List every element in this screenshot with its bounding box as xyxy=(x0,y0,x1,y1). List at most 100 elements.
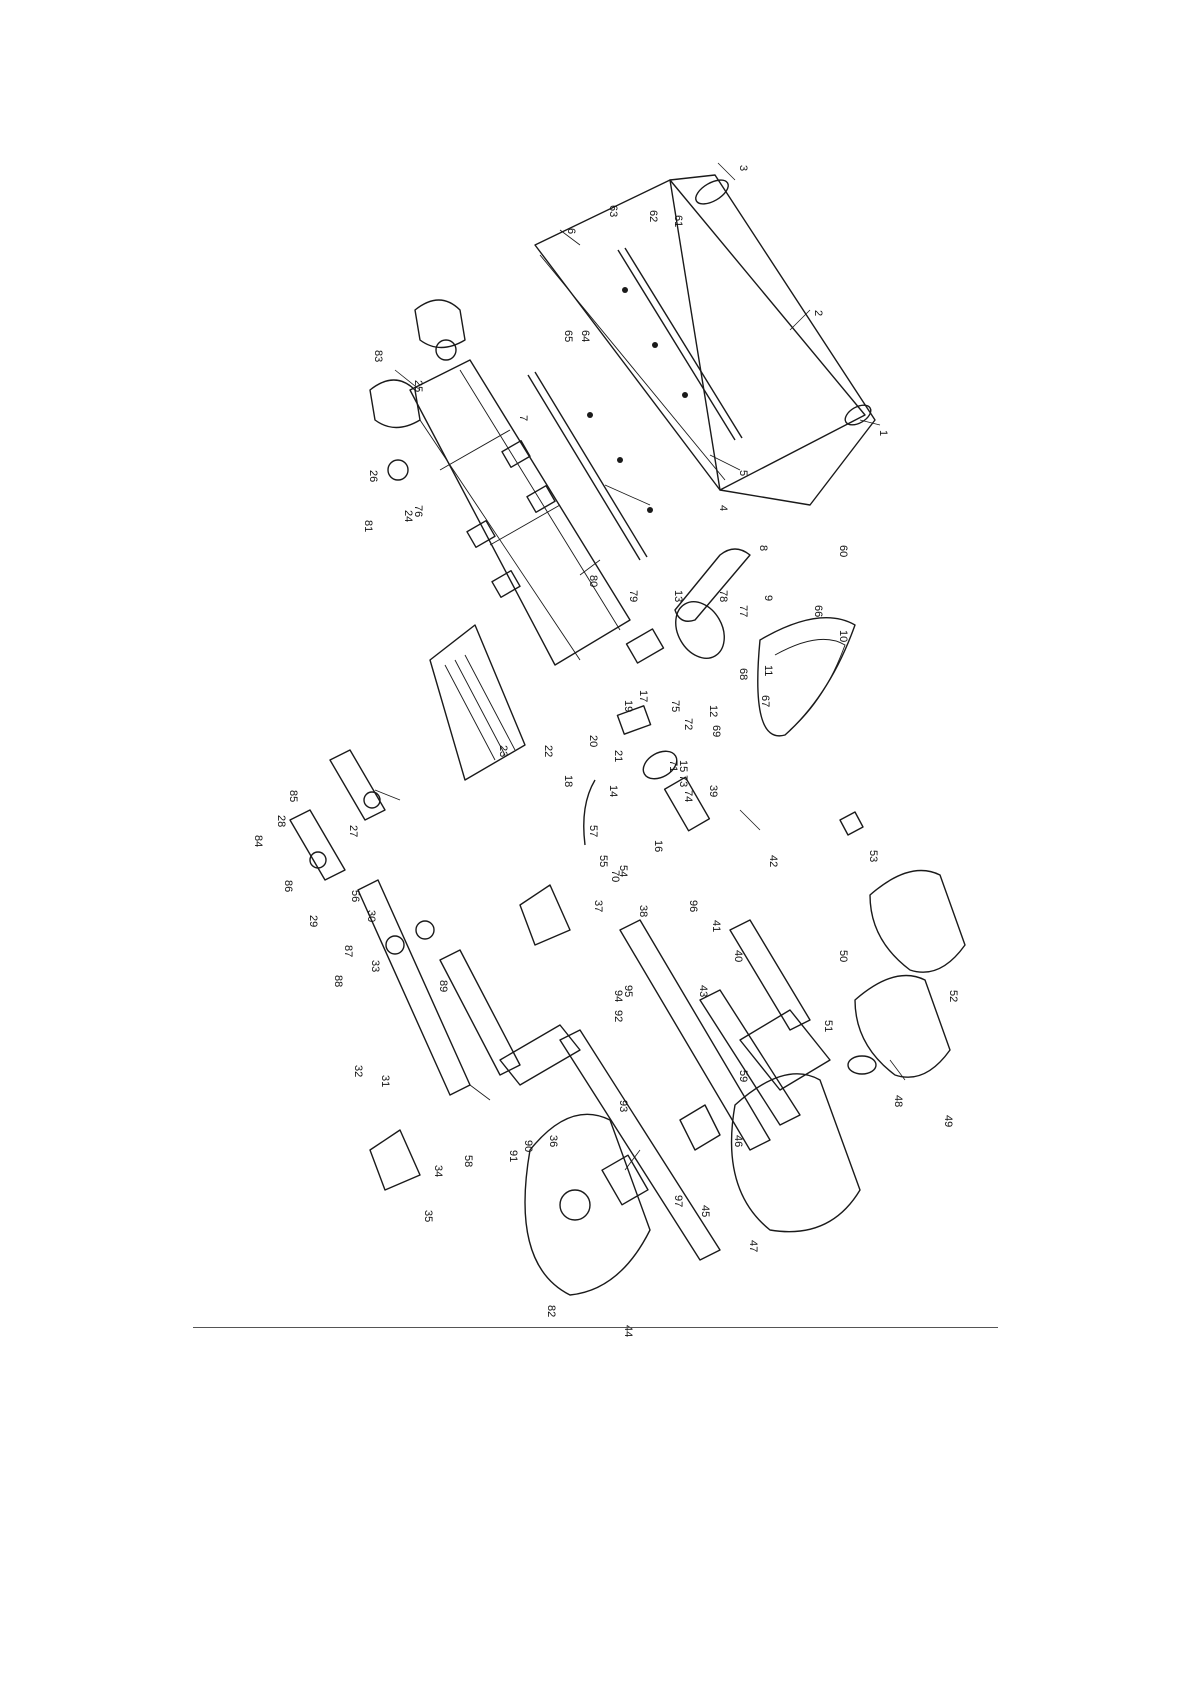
callout-79: 79 xyxy=(627,590,639,602)
callout-25: 25 xyxy=(412,380,424,392)
callout-96: 96 xyxy=(687,900,699,912)
callout-64: 64 xyxy=(579,330,591,342)
handrail xyxy=(730,920,810,1030)
overlay-panel xyxy=(870,871,965,973)
deck-bolt xyxy=(652,342,658,348)
callout-77: 77 xyxy=(737,605,749,617)
callout-21: 21 xyxy=(612,750,624,762)
callout-43: 43 xyxy=(697,985,709,997)
callout-89: 89 xyxy=(437,980,449,992)
wheel xyxy=(386,936,404,954)
callout-20: 20 xyxy=(587,735,599,747)
support-wheel xyxy=(310,852,326,868)
callout-59: 59 xyxy=(737,1070,749,1082)
rear-end-cap xyxy=(415,300,465,348)
callout-10: 10 xyxy=(837,630,849,642)
left-upright xyxy=(560,1030,720,1260)
page-divider xyxy=(193,1327,998,1328)
callout-labels: 1234567891011121314151617181920212223242… xyxy=(252,165,959,1337)
callout-71: 71 xyxy=(667,760,679,772)
callout-32: 32 xyxy=(352,1065,364,1077)
console-back-shell xyxy=(525,1114,650,1295)
hood-contour xyxy=(775,639,845,730)
callout-11: 11 xyxy=(762,665,774,676)
handrail xyxy=(700,990,800,1125)
callout-36: 36 xyxy=(547,1135,559,1147)
side-rail-right-inner xyxy=(625,248,742,438)
callout-38: 38 xyxy=(637,905,649,917)
frame-rail xyxy=(420,420,580,660)
cup-holder xyxy=(848,1056,876,1074)
callout-70: 70 xyxy=(609,870,621,882)
side-rail-right xyxy=(618,250,735,440)
base-frame xyxy=(370,300,630,665)
callout-17: 17 xyxy=(637,690,649,702)
callout-3: 3 xyxy=(737,165,749,171)
callout-50: 50 xyxy=(837,950,849,962)
base-crossbar xyxy=(440,950,520,1075)
callout-28: 28 xyxy=(275,815,287,827)
callout-97: 97 xyxy=(672,1195,684,1207)
console-cutout xyxy=(560,1190,590,1220)
callout-1: 1 xyxy=(877,430,889,436)
deck-bolt xyxy=(622,287,628,293)
callout-92: 92 xyxy=(612,1010,624,1022)
callout-90: 90 xyxy=(522,1140,534,1152)
callout-88: 88 xyxy=(332,975,344,987)
deck-bolt xyxy=(617,457,623,463)
support-wheel xyxy=(364,792,380,808)
callout-46: 46 xyxy=(732,1135,744,1147)
callout-87: 87 xyxy=(342,945,354,957)
callout-16: 16 xyxy=(652,840,664,852)
motor-cover-plate xyxy=(430,625,525,780)
callout-55: 55 xyxy=(597,855,609,867)
callout-13: 13 xyxy=(672,590,684,602)
front-roller xyxy=(692,175,732,209)
callout-67: 67 xyxy=(759,695,771,707)
motor-bracket xyxy=(627,629,664,663)
callout-93: 93 xyxy=(617,1100,629,1112)
callout-35: 35 xyxy=(422,1210,434,1222)
callout-91: 91 xyxy=(507,1150,519,1162)
console-assembly xyxy=(525,812,965,1295)
rear-wheel xyxy=(436,340,456,360)
callout-18: 18 xyxy=(562,775,574,787)
callout-42: 42 xyxy=(767,855,779,867)
callout-84: 84 xyxy=(252,835,264,847)
vent-slot xyxy=(445,665,495,760)
frame-crossbar xyxy=(440,430,510,470)
callout-75: 75 xyxy=(669,700,681,712)
upright-assembly xyxy=(358,880,830,1260)
callout-9: 9 xyxy=(762,595,774,601)
drive-motor xyxy=(666,593,734,667)
frame-crossbar xyxy=(490,505,560,545)
side-rail-left-inner xyxy=(535,372,647,557)
callout-4: 4 xyxy=(717,505,729,511)
callout-6: 6 xyxy=(565,228,577,234)
callout-74: 74 xyxy=(682,790,694,802)
callout-60: 60 xyxy=(837,545,849,557)
callout-81: 81 xyxy=(362,520,374,532)
callout-80: 80 xyxy=(587,575,599,587)
callout-37: 37 xyxy=(592,900,604,912)
safety-key xyxy=(840,812,863,835)
callout-30: 30 xyxy=(365,910,377,922)
callout-45: 45 xyxy=(699,1205,711,1217)
frame-rail xyxy=(460,370,620,630)
upright-base xyxy=(500,1025,580,1085)
callout-8: 8 xyxy=(757,545,769,551)
callout-7: 7 xyxy=(517,415,529,421)
callout-78: 78 xyxy=(717,590,729,602)
callout-95: 95 xyxy=(622,985,634,997)
deck-bolt xyxy=(587,412,593,418)
speaker xyxy=(680,1105,720,1150)
callout-66: 66 xyxy=(812,605,824,617)
side-rail-left xyxy=(528,375,640,560)
callout-34: 34 xyxy=(432,1165,444,1177)
running-deck-assembly xyxy=(528,175,875,560)
display-panel xyxy=(855,976,950,1078)
callout-51: 51 xyxy=(822,1020,834,1032)
callout-56: 56 xyxy=(349,890,361,902)
callout-leaders xyxy=(375,163,905,1170)
